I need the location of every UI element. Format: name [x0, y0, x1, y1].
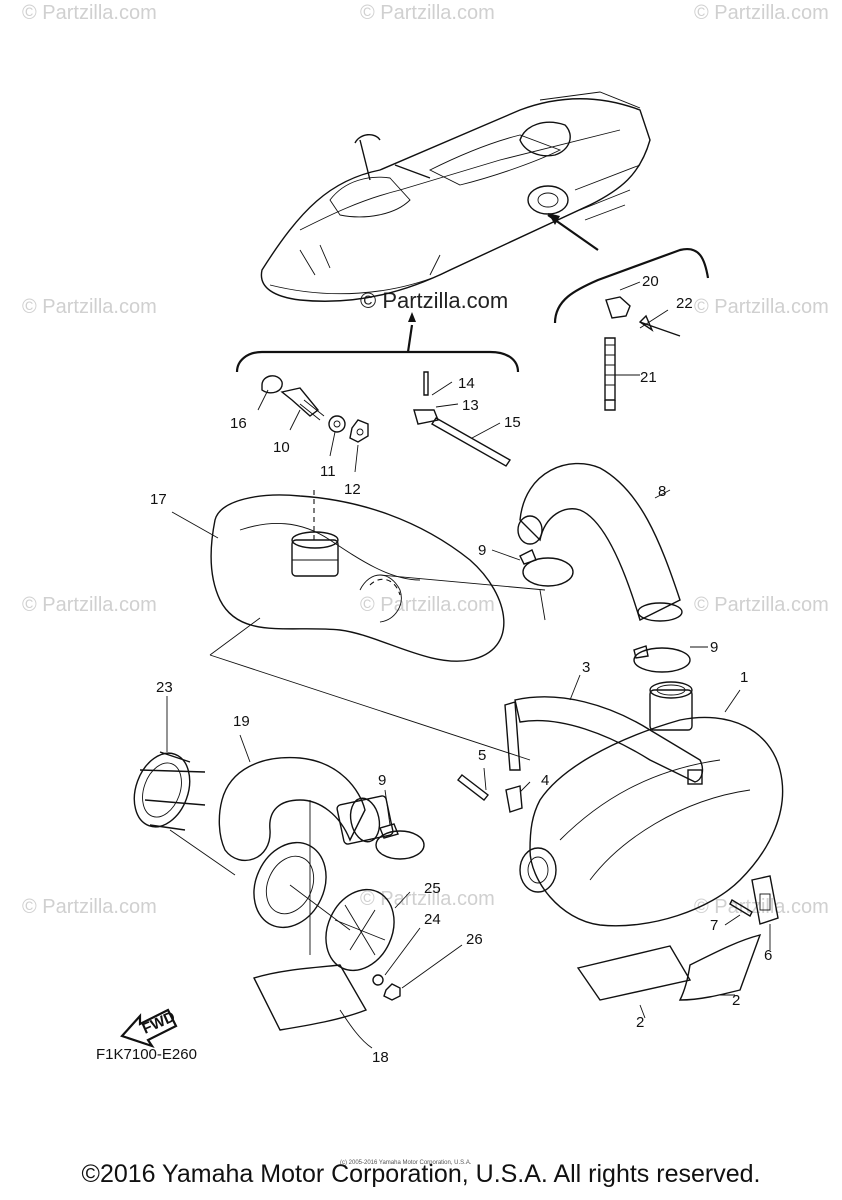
watermark: © Partzilla.com [694, 2, 829, 24]
part-19-exhaust-pipe [218, 756, 394, 861]
fwd-label: FWD [140, 1008, 178, 1037]
flange-gasket [253, 841, 327, 929]
part-4-stay [505, 785, 523, 813]
callout-5: 5 [478, 747, 486, 764]
callout-2: 2 [636, 1014, 644, 1031]
part-12-nut [349, 419, 369, 443]
callout-23: 23 [156, 679, 173, 696]
callout-bracket [235, 350, 520, 373]
callout-12: 12 [344, 481, 361, 498]
callout-11: 11 [320, 463, 336, 480]
banner-watermark: © Partzilla.com [360, 288, 509, 313]
part-1-muffler [519, 681, 784, 927]
callout-bracket [553, 247, 710, 324]
part-10-bolt [280, 387, 325, 421]
part-3-band [504, 696, 704, 785]
part-5-bolt [457, 774, 489, 801]
callout-1: 1 [740, 669, 748, 686]
part-11-washer [328, 415, 346, 433]
watermark: © Partzilla.com [360, 2, 495, 24]
part-22-rivet [638, 314, 681, 337]
copyright-footer: ©2016 Yamaha Motor Corporation, U.S.A. A… [81, 1160, 761, 1188]
part-24-washer [372, 974, 384, 986]
watermark: © Partzilla.com [22, 896, 157, 918]
part-18-protector [253, 964, 373, 1049]
part-9-hose-clamp [633, 645, 691, 673]
callout-22: 22 [676, 295, 693, 312]
callout-17: 17 [150, 491, 167, 508]
callout-2: 2 [732, 992, 740, 1009]
part-9-hose-clamp [519, 549, 574, 587]
part-20-clip [605, 296, 631, 319]
callout-10: 10 [273, 439, 290, 456]
callout-16: 16 [230, 415, 247, 432]
part-2-pad [678, 934, 762, 1001]
part-16-clamp [261, 375, 283, 394]
watermark: © Partzilla.com [22, 296, 157, 318]
callout-9: 9 [478, 542, 486, 559]
callout-25: 25 [424, 880, 441, 897]
watermark: © Partzilla.com [694, 296, 829, 318]
diagram-code: F1K7100-E260 [96, 1046, 197, 1063]
part-26-nut [383, 983, 401, 1001]
callout-18: 18 [372, 1049, 389, 1066]
part-15-band [431, 417, 511, 467]
part-23-flange [133, 751, 206, 831]
part-7-rivet [729, 899, 753, 917]
callout-20: 20 [642, 273, 659, 290]
part-6-stay [751, 875, 779, 925]
callout-13: 13 [462, 397, 479, 414]
callout-3: 3 [582, 659, 590, 676]
watermark: © Partzilla.com [694, 594, 829, 616]
part-21-cable-tie [604, 337, 616, 411]
callout-26: 26 [466, 931, 483, 948]
part-13-holder [413, 409, 439, 425]
part-17-water-box [210, 494, 505, 662]
part-9-hose-clamp [375, 823, 425, 860]
callout-15: 15 [504, 414, 521, 431]
callout-14: 14 [458, 375, 475, 392]
callout-8: 8 [658, 483, 666, 500]
callout-24: 24 [424, 911, 441, 928]
watermark: © Partzilla.com [22, 2, 157, 24]
callout-4: 4 [541, 772, 549, 789]
forward-arrow-icon: FWD [120, 1008, 178, 1049]
callout-7: 7 [710, 917, 718, 934]
part-14-screw [423, 371, 429, 396]
callout-21: 21 [640, 369, 657, 386]
watercraft-illustration [260, 91, 651, 302]
part-2-pad [576, 945, 692, 1001]
part-8-exhaust-pipe [517, 462, 683, 622]
watermark: © Partzilla.com [22, 594, 157, 616]
watermark: © Partzilla.com [694, 896, 829, 918]
watermark: © Partzilla.com [360, 594, 495, 616]
callout-6: 6 [764, 947, 772, 964]
callout-9: 9 [710, 639, 718, 656]
watermark: © Partzilla.com [360, 888, 495, 910]
callout-9: 9 [378, 772, 386, 789]
callout-19: 19 [233, 713, 250, 730]
small-copyright: (c) 2005-2016 Yamaha Motor Corporation, … [340, 1160, 472, 1166]
